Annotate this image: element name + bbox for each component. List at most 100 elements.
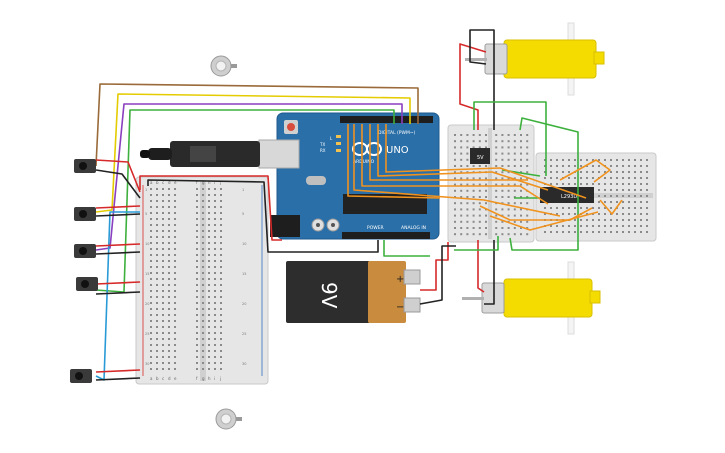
breadboard-hole[interactable]: [150, 224, 152, 226]
breadboard-hole[interactable]: [150, 350, 152, 352]
breadboard-hole[interactable]: [208, 254, 210, 256]
breadboard-hole[interactable]: [501, 220, 504, 223]
breadboard-hole[interactable]: [214, 320, 216, 322]
breadboard-hole[interactable]: [556, 213, 558, 215]
breadboard-hole[interactable]: [628, 231, 630, 233]
breadboard-hole[interactable]: [168, 338, 170, 340]
breadboard-hole[interactable]: [196, 260, 198, 262]
breadboard-hole[interactable]: [634, 177, 636, 179]
breadboard-hole[interactable]: [513, 134, 516, 136]
breadboard-hole[interactable]: [454, 220, 456, 223]
breadboard-hole[interactable]: [174, 254, 176, 256]
breadboard-hole[interactable]: [214, 338, 216, 340]
breadboard-hole[interactable]: [156, 194, 158, 196]
breadboard-hole[interactable]: [526, 158, 529, 161]
breadboard-hole[interactable]: [513, 146, 516, 149]
breadboard-hole[interactable]: [162, 332, 164, 334]
breadboard-hole[interactable]: [168, 344, 170, 346]
breadboard-hole[interactable]: [162, 296, 164, 298]
breadboard-hole[interactable]: [568, 177, 570, 179]
breadboard-hole[interactable]: [586, 219, 588, 221]
breadboard-hole[interactable]: [586, 213, 588, 215]
breadboard-hole[interactable]: [196, 248, 198, 250]
breadboard-hole[interactable]: [202, 260, 204, 262]
breadboard-hole[interactable]: [507, 171, 510, 174]
breadboard-hole[interactable]: [513, 165, 516, 167]
breadboard-hole[interactable]: [196, 266, 198, 268]
breadboard-hole[interactable]: [168, 242, 170, 244]
breadboard-hole[interactable]: [150, 344, 152, 346]
breadboard-hole[interactable]: [485, 196, 487, 198]
breadboard-hole[interactable]: [472, 233, 475, 236]
breadboard-hole[interactable]: [202, 296, 204, 298]
breadboard-hole[interactable]: [208, 236, 210, 238]
breadboard-hole[interactable]: [220, 308, 222, 310]
breadboard-hole[interactable]: [507, 208, 510, 211]
breadboard-hole[interactable]: [156, 266, 158, 268]
breadboard-hole[interactable]: [526, 202, 529, 205]
breadboard-hole[interactable]: [478, 165, 481, 167]
breadboard-hole[interactable]: [454, 233, 456, 236]
breadboard-hole[interactable]: [220, 224, 222, 226]
breadboard-hole[interactable]: [162, 242, 164, 244]
breadboard-hole[interactable]: [196, 332, 198, 334]
breadboard-hole[interactable]: [640, 171, 642, 173]
breadboard-hole[interactable]: [628, 201, 630, 203]
breadboard-hole[interactable]: [507, 140, 510, 143]
breadboard-hole[interactable]: [162, 254, 164, 256]
breadboard-hole[interactable]: [580, 177, 582, 179]
breadboard-hole[interactable]: [168, 188, 170, 190]
breadboard-hole[interactable]: [162, 284, 164, 286]
breadboard-hole[interactable]: [520, 189, 522, 192]
breadboard-hole[interactable]: [196, 278, 198, 280]
breadboard-hole[interactable]: [526, 177, 529, 180]
breadboard-hole[interactable]: [634, 225, 636, 227]
breadboard-hole[interactable]: [168, 362, 170, 364]
breadboard-hole[interactable]: [507, 165, 510, 167]
ldr-icon[interactable]: [210, 55, 237, 77]
breadboard-hole[interactable]: [507, 214, 510, 217]
breadboard-hole[interactable]: [526, 165, 529, 167]
breadboard-hole[interactable]: [513, 183, 516, 186]
breadboard-hole[interactable]: [168, 356, 170, 358]
breadboard-hole[interactable]: [220, 260, 222, 262]
breadboard-hole[interactable]: [526, 196, 529, 198]
breadboard-hole[interactable]: [574, 231, 576, 233]
breadboard-hole[interactable]: [646, 171, 648, 173]
breadboard-hole[interactable]: [526, 227, 529, 229]
breadboard-hole[interactable]: [628, 195, 630, 197]
breadboard-hole[interactable]: [478, 146, 481, 149]
breadboard-hole[interactable]: [556, 165, 558, 167]
breadboard-hole[interactable]: [616, 225, 618, 227]
breadboard-hole[interactable]: [454, 134, 456, 136]
breadboard-hole[interactable]: [174, 308, 176, 310]
breadboard-hole[interactable]: [616, 183, 618, 185]
breadboard-hole[interactable]: [513, 202, 516, 205]
breadboard-hole[interactable]: [454, 158, 456, 161]
breadboard-hole[interactable]: [460, 152, 463, 155]
breadboard-hole[interactable]: [485, 165, 487, 167]
breadboard-hole[interactable]: [520, 165, 522, 167]
breadboard-hole[interactable]: [156, 272, 158, 274]
breadboard-hole[interactable]: [208, 212, 210, 214]
breadboard-hole[interactable]: [460, 165, 463, 167]
breadboard-hole[interactable]: [478, 233, 481, 236]
breadboard-hole[interactable]: [580, 159, 582, 161]
breadboard-hole[interactable]: [622, 171, 624, 173]
ir-sensor-icon[interactable]: [74, 159, 96, 173]
breadboard-hole[interactable]: [616, 189, 618, 191]
breadboard-hole[interactable]: [202, 302, 204, 304]
breadboard-hole[interactable]: [156, 314, 158, 316]
breadboard-hole[interactable]: [196, 308, 198, 310]
breadboard-hole[interactable]: [196, 290, 198, 292]
breadboard-hole[interactable]: [556, 171, 558, 173]
breadboard-hole[interactable]: [646, 195, 648, 197]
breadboard-hole[interactable]: [220, 254, 222, 256]
breadboard-hole[interactable]: [472, 140, 475, 143]
breadboard-hole[interactable]: [526, 152, 529, 155]
breadboard-hole[interactable]: [598, 225, 600, 227]
breadboard-hole[interactable]: [520, 220, 522, 223]
breadboard-hole[interactable]: [604, 159, 606, 161]
breadboard-hole[interactable]: [556, 183, 558, 185]
breadboard-hole[interactable]: [485, 146, 487, 149]
